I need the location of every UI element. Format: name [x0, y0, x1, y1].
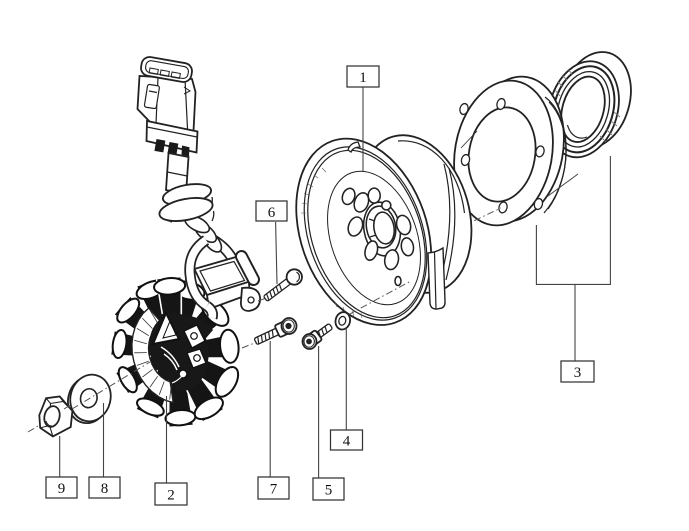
- svg-text:6: 6: [268, 205, 276, 221]
- svg-text:4: 4: [343, 434, 351, 450]
- svg-text:8: 8: [101, 481, 109, 497]
- svg-text:5: 5: [325, 483, 333, 499]
- svg-text:9: 9: [58, 481, 66, 497]
- svg-text:7: 7: [270, 482, 278, 498]
- svg-text:2: 2: [167, 488, 175, 504]
- svg-text:3: 3: [574, 365, 582, 381]
- svg-text:1: 1: [359, 70, 367, 86]
